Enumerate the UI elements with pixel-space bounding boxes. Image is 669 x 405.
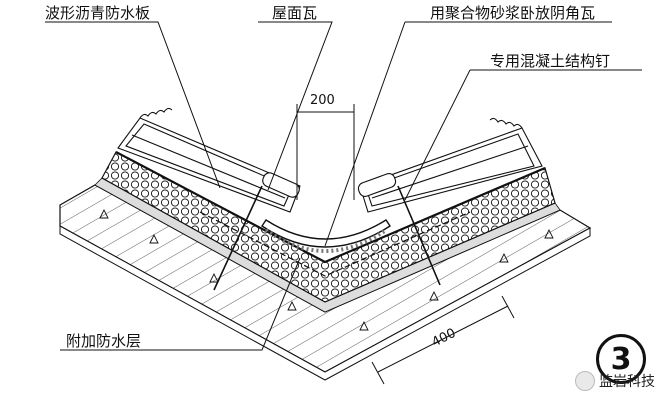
waterproof-membrane: [115, 151, 546, 264]
left-nail: [213, 185, 263, 291]
leader-lines: [45, 21, 642, 351]
watermark-text: 监岩科技: [599, 374, 655, 390]
detail-number: 3: [610, 341, 632, 377]
label-extra-waterproof: 附加防水层: [66, 332, 142, 350]
dimension-200-text: 200: [310, 93, 335, 108]
label-roof-tile: 屋面瓦: [272, 4, 318, 22]
extra-waterproof-line: [199, 211, 471, 277]
left-tiles: [117, 107, 301, 213]
concrete-slab-bottom-band: [59, 225, 591, 381]
dimension-400: [371, 295, 515, 385]
wechat-icon: [575, 371, 595, 391]
dimension-200: [296, 104, 355, 200]
valley-tile: [261, 219, 391, 248]
watermark: 监岩科技: [575, 371, 655, 391]
detail-number-badge: 3: [596, 334, 646, 384]
valley-mortar: [264, 228, 388, 253]
right-nail: [397, 185, 441, 286]
label-valley-tile: 用聚合物砂浆卧放阴角瓦: [430, 4, 596, 22]
label-wave-asphalt-board: 波形沥青防水板: [45, 4, 151, 22]
label-concrete-nail: 专用混凝土结构钉: [490, 52, 611, 70]
aggregate-marks: [99, 208, 554, 331]
right-tiles: [357, 117, 543, 213]
